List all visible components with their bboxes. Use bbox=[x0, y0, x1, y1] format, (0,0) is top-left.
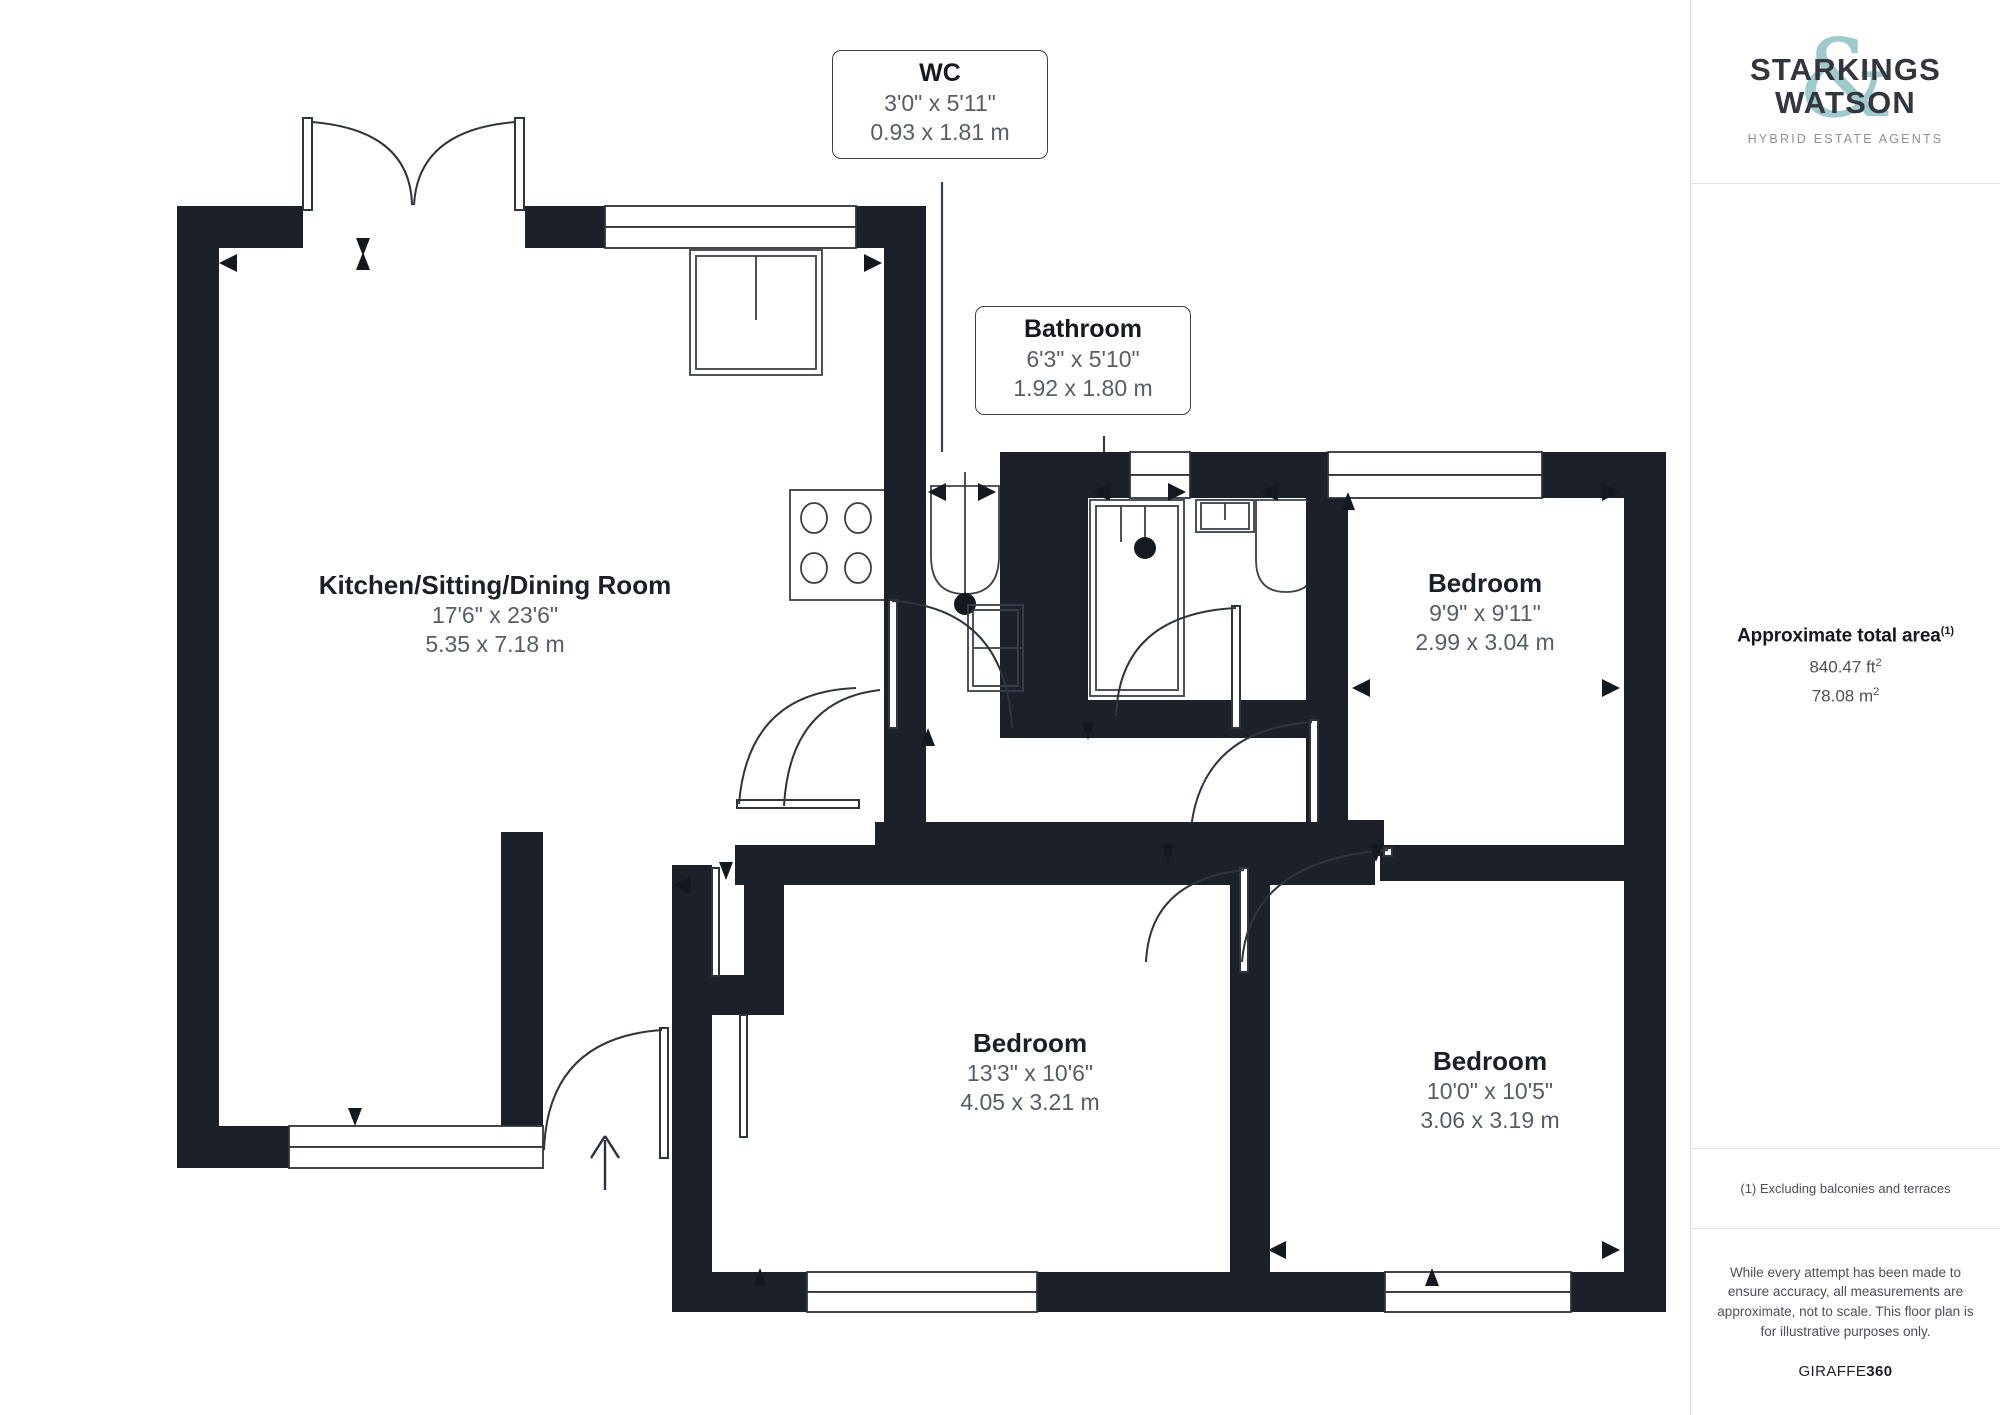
brand-name-line2: WATSON bbox=[1775, 84, 1916, 120]
disclaimer-section: While every attempt has been made to ens… bbox=[1691, 1229, 2000, 1414]
wall-bedroom2-closet-right bbox=[744, 865, 784, 1015]
wall-bedroom3-right bbox=[1624, 856, 1666, 1312]
total-area-title-text: Approximate total area bbox=[1737, 625, 1941, 647]
wall-exterior-left bbox=[177, 206, 219, 1168]
wall-wc-right bbox=[1000, 452, 1044, 738]
sqft-exponent: 2 bbox=[1875, 656, 1882, 669]
window-kitchen-top bbox=[604, 205, 857, 249]
total-area-sqm-value: 78.08 m bbox=[1811, 686, 1874, 706]
info-sidebar: & STARKINGS WATSON HYBRID ESTATE AGENTS … bbox=[1690, 0, 2000, 1415]
brand-name-line1: STARKINGS bbox=[1749, 51, 1942, 87]
door-bedroom3 bbox=[1241, 847, 1393, 963]
wall-bathroom-right bbox=[1190, 452, 1234, 498]
fixture-basin-wc bbox=[967, 604, 1024, 692]
disclaimer-text: While every attempt has been made to ens… bbox=[1717, 1264, 1974, 1339]
wall-bedroom1-right bbox=[1624, 452, 1666, 856]
door-bedroom2 bbox=[1145, 867, 1249, 973]
provider-logo: GIRAFFE360 bbox=[1798, 1363, 1892, 1380]
wall-kitchen-right bbox=[884, 206, 926, 452]
wall-bedroom3-top bbox=[1380, 845, 1666, 881]
brand-logo-section: & STARKINGS WATSON HYBRID ESTATE AGENTS bbox=[1691, 0, 2000, 184]
entrance-direction-arrow bbox=[589, 1135, 621, 1190]
door-closet-lower bbox=[739, 1014, 748, 1138]
total-area-footnote-marker: (1) bbox=[1940, 625, 1954, 638]
wall-bathroom-left bbox=[1044, 452, 1088, 738]
wall-hallway-bottom2 bbox=[875, 822, 1375, 862]
wall-bedroom2-left bbox=[672, 1000, 712, 1312]
provider-name: GIRAFFE bbox=[1798, 1363, 1867, 1381]
door-bathroom bbox=[1115, 605, 1241, 729]
total-area-sqft-value: 840.47 ft bbox=[1809, 657, 1876, 677]
room-dim-imperial-bathroom: 6'3" x 5'10" bbox=[1026, 345, 1140, 372]
fixture-hob-kitchen bbox=[789, 489, 887, 601]
room-name-bathroom: Bathroom bbox=[1023, 315, 1143, 343]
door-hall-kitchen bbox=[736, 687, 860, 809]
room-callout-bathroom: Bathroom 6'3" x 5'10" 1.92 x 1.80 m bbox=[975, 306, 1191, 416]
door-french-kitchen bbox=[302, 117, 525, 211]
window-bedroom2-bottom bbox=[806, 1271, 1038, 1313]
sqm-exponent: 2 bbox=[1873, 686, 1880, 699]
wall-bedroom2-right bbox=[1230, 865, 1270, 1312]
wall-kitchen-top-left bbox=[177, 206, 303, 248]
room-name-wc: WC bbox=[919, 59, 961, 87]
dimension-markers bbox=[219, 238, 1620, 1286]
window-kitchen-bottom bbox=[288, 1125, 544, 1169]
total-area-sqm: 78.08 m2 bbox=[1812, 686, 1880, 707]
footnote-text: (1) Excluding balconies and terraces bbox=[1740, 1181, 1951, 1196]
window-bedroom1-top bbox=[1327, 451, 1543, 499]
footnote-section: (1) Excluding balconies and terraces bbox=[1691, 1149, 2000, 1229]
door-hall-lounge bbox=[783, 689, 881, 807]
fixture-basin-bathroom bbox=[1195, 499, 1255, 533]
door-closet-upper bbox=[711, 867, 720, 977]
floor-plan-drawing: .wall{fill:#1c2028;} .thin{fill:none;str… bbox=[177, 117, 1666, 1313]
room-callout-wc: WC 3'0" x 5'11" 0.93 x 1.81 m bbox=[832, 50, 1048, 160]
room-dim-metric-bathroom: 1.92 x 1.80 m bbox=[1013, 375, 1153, 402]
fixture-bathtub bbox=[1089, 499, 1185, 697]
brand-tagline: HYBRID ESTATE AGENTS bbox=[1747, 131, 1944, 146]
total-area-title: Approximate total area(1) bbox=[1737, 625, 1954, 647]
ampersand-glyph: & bbox=[1797, 16, 1894, 142]
room-dim-imperial-wc: 3'0" x 5'11" bbox=[884, 89, 996, 116]
fixture-toilet-wc bbox=[930, 472, 1000, 615]
room-dim-metric-wc: 0.93 x 1.81 m bbox=[870, 119, 1010, 146]
window-bedroom3-bottom bbox=[1384, 1271, 1572, 1313]
provider-suffix: 360 bbox=[1866, 1363, 1893, 1381]
total-area-sqft: 840.47 ft2 bbox=[1809, 657, 1881, 678]
logo: & STARKINGS WATSON HYBRID ESTATE AGENTS bbox=[1721, 25, 1971, 152]
fixture-sink-kitchen bbox=[689, 249, 823, 376]
door-wc bbox=[888, 599, 1013, 729]
total-area-section: Approximate total area(1) 840.47 ft2 78.… bbox=[1691, 184, 2000, 1149]
floor-plan-canvas: .wall{fill:#1c2028;} .thin{fill:none;str… bbox=[177, 50, 1666, 1313]
wall-kitchen-bottom-right bbox=[501, 832, 543, 1168]
door-entrance bbox=[543, 1027, 669, 1159]
